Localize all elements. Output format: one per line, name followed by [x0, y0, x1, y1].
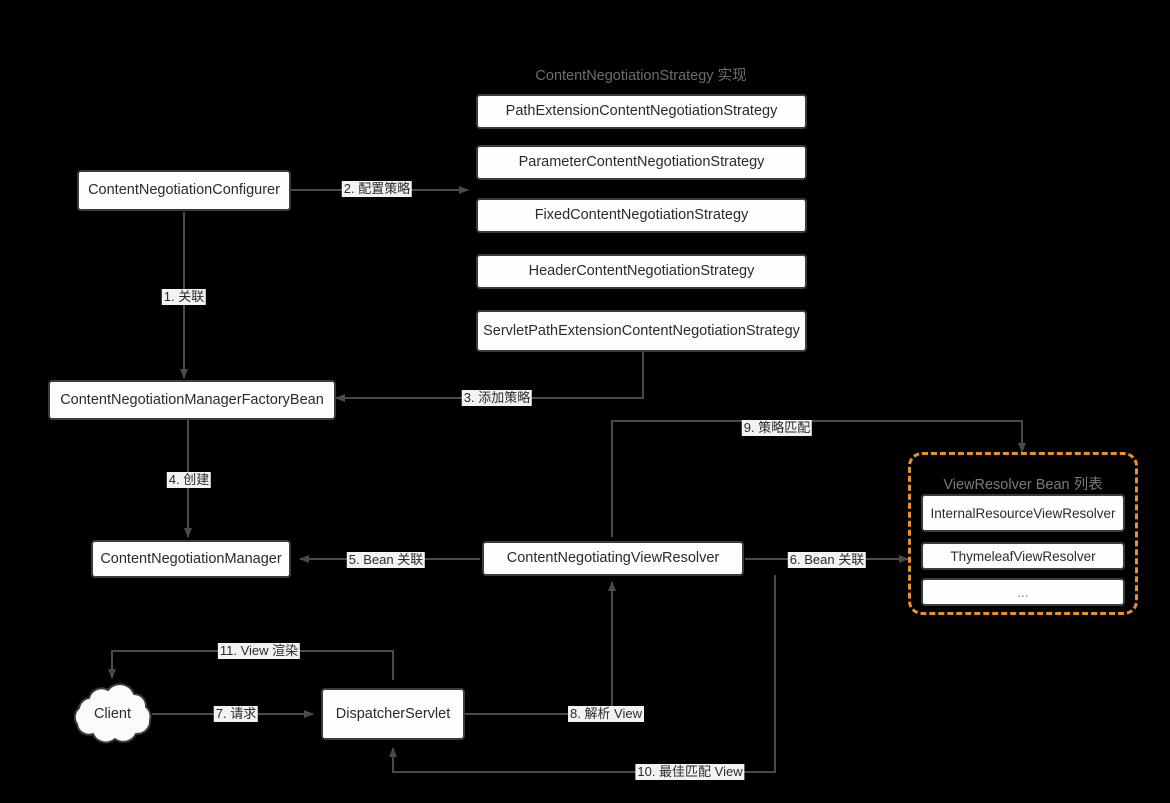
node-content-negotiation-manager[interactable]: ContentNegotiationManager: [91, 540, 291, 578]
edge-label-2: 2. 配置策略: [341, 181, 413, 197]
node-parameter-strategy[interactable]: ParameterContentNegotiationStrategy: [476, 145, 807, 180]
node-view-resolver-more[interactable]: ...: [921, 578, 1125, 606]
edge-label-4: 4. 创建: [166, 472, 212, 488]
edge-label-7: 7. 请求: [213, 706, 259, 722]
node-content-negotiating-view-resolver[interactable]: ContentNegotiatingViewResolver: [482, 541, 744, 576]
edge-8-line: [465, 581, 616, 715]
edge-label-1: 1. 关联: [161, 289, 207, 305]
node-servlet-path-extension-strategy[interactable]: ServletPathExtensionContentNegotiationSt…: [476, 310, 807, 352]
node-path-extension-strategy[interactable]: PathExtensionContentNegotiationStrategy: [476, 94, 807, 129]
edge-label-5: 5. Bean 关联: [346, 552, 426, 568]
strategy-group-title: ContentNegotiationStrategy 实现: [535, 68, 747, 84]
edge-label-3: 3. 添加策略: [461, 390, 533, 406]
node-header-strategy[interactable]: HeaderContentNegotiationStrategy: [476, 254, 807, 289]
node-dispatcher-servlet[interactable]: DispatcherServlet: [321, 688, 465, 740]
node-client[interactable]: Client: [65, 678, 160, 750]
cloud-icon: [73, 683, 152, 744]
node-thymeleaf-view-resolver[interactable]: ThymeleafViewResolver: [921, 542, 1125, 570]
edge-10-line: [389, 575, 776, 773]
edge-label-6: 6. Bean 关联: [787, 552, 867, 568]
node-content-negotiation-manager-factory-bean[interactable]: ContentNegotiationManagerFactoryBean: [48, 380, 336, 420]
viewresolver-group-title: ViewResolver Bean 列表: [943, 477, 1103, 493]
node-internal-resource-view-resolver[interactable]: InternalResourceViewResolver: [921, 494, 1125, 532]
node-fixed-strategy[interactable]: FixedContentNegotiationStrategy: [476, 198, 807, 233]
node-client-label: Client: [93, 706, 132, 722]
node-content-negotiation-configurer[interactable]: ContentNegotiationConfigurer: [77, 170, 291, 211]
viewresolver-bean-group: [908, 452, 1138, 615]
edge-label-9: 9. 策略匹配: [741, 420, 813, 436]
edge-label-8: 8. 解析 View: [567, 706, 645, 722]
edge-label-10: 10. 最佳匹配 View: [635, 764, 745, 780]
edge-label-11: 11. View 渲染: [217, 643, 301, 659]
